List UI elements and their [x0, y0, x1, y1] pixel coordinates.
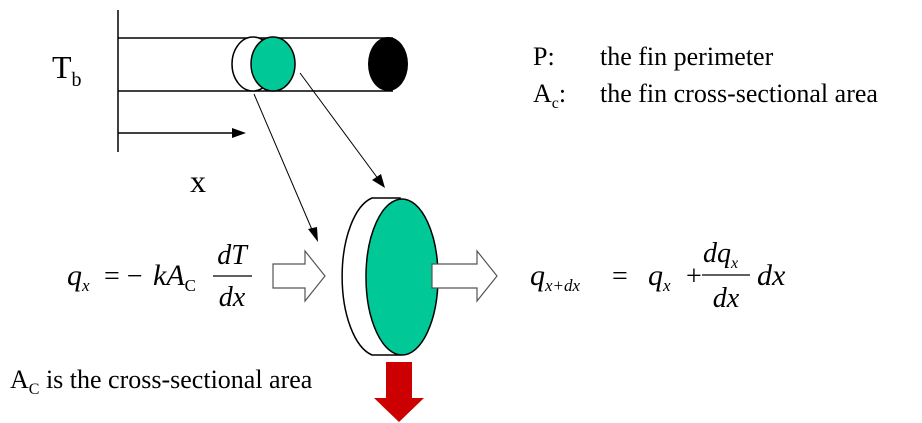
fin-cylinder	[118, 36, 408, 92]
eq-out-dx: dx	[757, 259, 786, 292]
perimeter-symbol: P:	[533, 42, 555, 71]
element-front-face	[365, 198, 439, 356]
x-direction-arrow	[118, 128, 246, 138]
eq-out-q-subscript: x+dx	[544, 276, 581, 295]
eq-out-q2-subscript: x	[662, 276, 671, 295]
base-temperature-label: Tb	[52, 49, 82, 91]
area-legend: Ac: the fin cross-sectional area	[533, 79, 878, 112]
magnify-pointer-left	[253, 93, 318, 242]
fin-slice-element	[250, 36, 296, 92]
x-axis-label: x	[190, 163, 206, 199]
eq-in-denominator: dx	[219, 282, 246, 313]
eq-out-plus: +	[686, 261, 702, 292]
eq-out-q2: q	[648, 259, 663, 292]
eq-in-numerator: dT	[217, 240, 249, 271]
svg-text:dqx: dqx	[703, 238, 738, 272]
incoming-flux-equation: qx = − kAC dT dx	[67, 240, 252, 313]
eq-in-minus: = −	[104, 261, 143, 292]
eq-in-q-subscript: x	[81, 276, 90, 295]
magnify-pointer-right	[299, 72, 385, 188]
eq-out-numerator-subscript: x	[730, 255, 738, 272]
area-symbol: A	[533, 79, 552, 108]
eq-out-denominator: dx	[713, 283, 740, 314]
magnified-fin-element	[341, 197, 439, 356]
perimeter-description: the fin perimeter	[600, 42, 774, 71]
svg-text:qx+dx: qx+dx	[530, 259, 581, 295]
eq-in-kA: kA	[153, 259, 185, 292]
heat-out-arrow	[431, 249, 498, 303]
svg-text:qx: qx	[648, 259, 671, 295]
outgoing-flux-equation: qx+dx = qx + dqx dx dx	[530, 238, 786, 314]
base-temperature-subscript: b	[72, 69, 82, 91]
fin-tip	[368, 37, 408, 91]
perimeter-legend: P: the fin perimeter	[533, 42, 774, 71]
heat-loss-arrow	[374, 362, 424, 422]
note-area-subscript: C	[29, 381, 40, 398]
area-subscript: c	[552, 95, 559, 112]
eq-in-kA-subscript: C	[185, 276, 196, 295]
area-description: the fin cross-sectional area	[600, 79, 878, 108]
cross-section-note: AC is the cross-sectional area	[10, 365, 313, 398]
eq-out-q: q	[530, 259, 545, 292]
eq-in-q: q	[67, 259, 82, 292]
heat-in-arrow	[272, 249, 326, 303]
note-area-symbol: A	[10, 365, 29, 394]
svg-text:kAC: kAC	[153, 259, 196, 295]
note-text: is the cross-sectional area	[39, 365, 312, 394]
eq-out-equals: =	[612, 261, 628, 292]
svg-text:qx: qx	[67, 259, 90, 295]
eq-out-numerator: dq	[703, 238, 731, 269]
